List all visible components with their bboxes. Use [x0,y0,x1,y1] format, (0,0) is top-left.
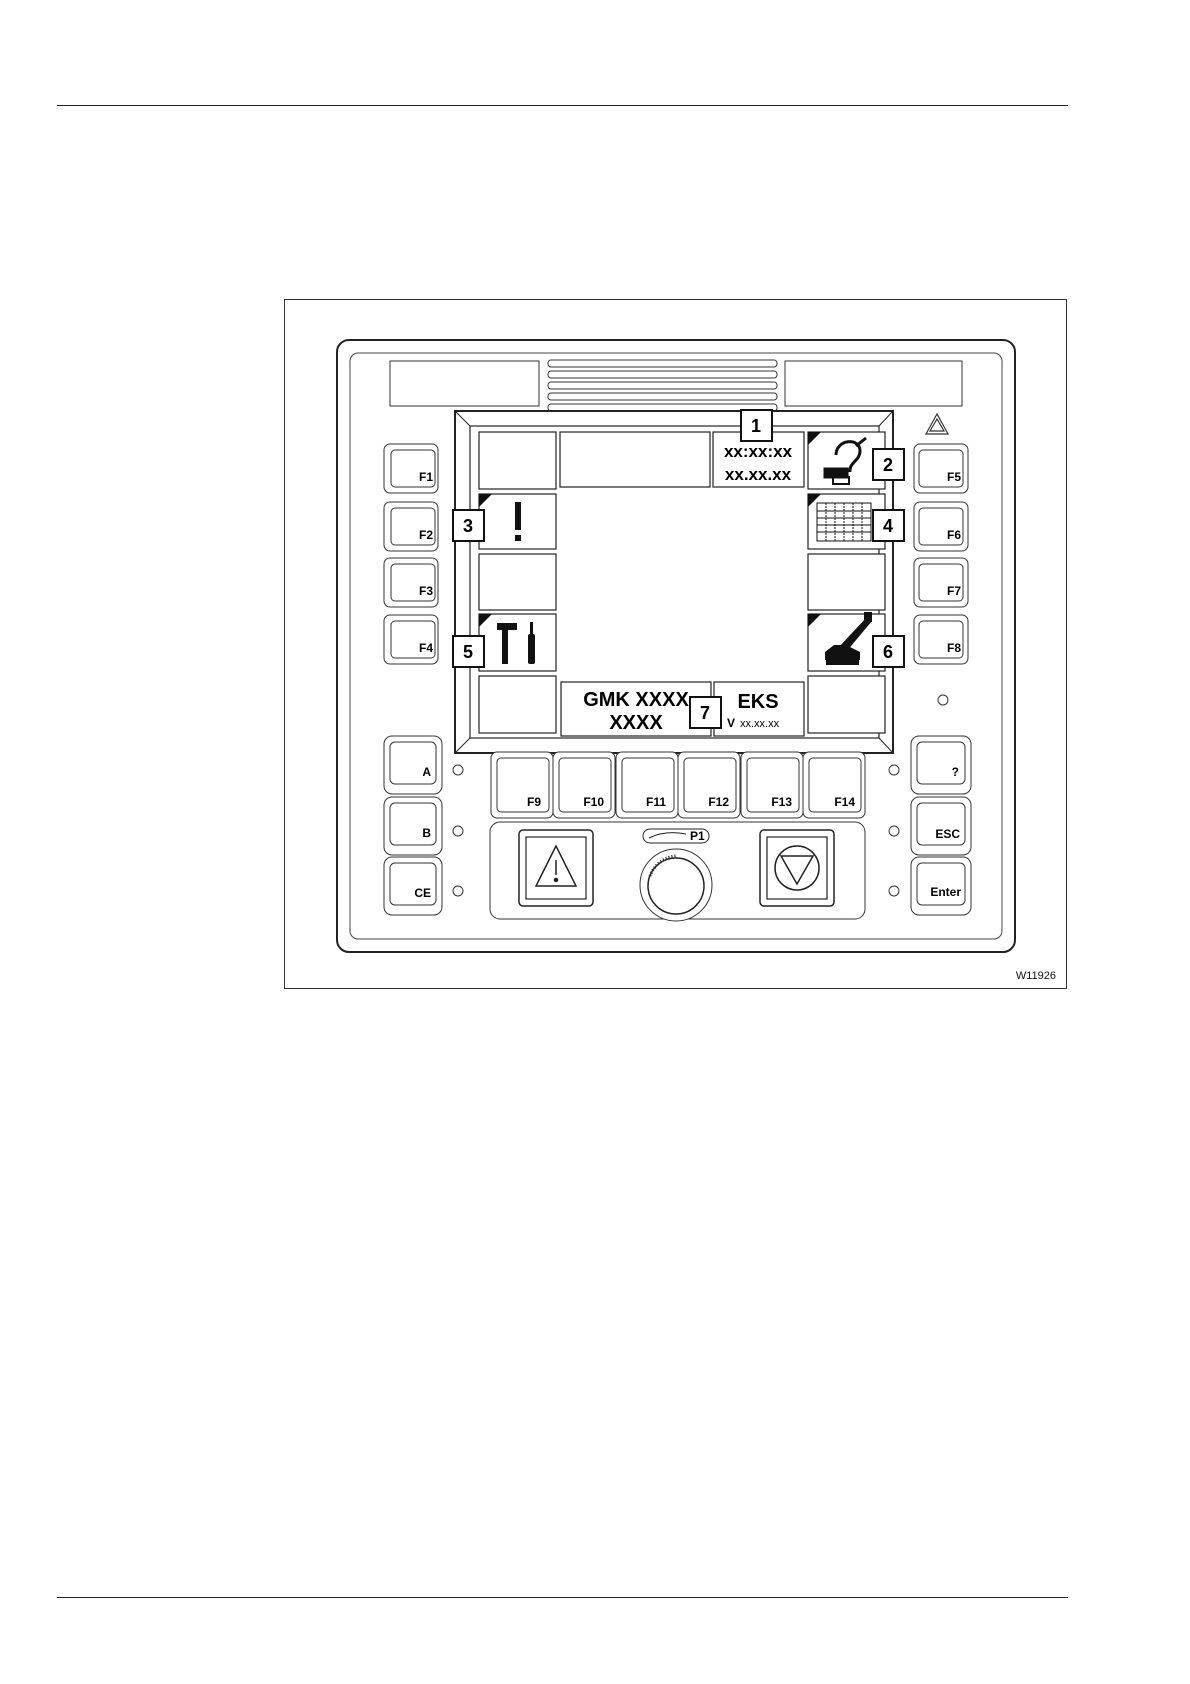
f1-key[interactable]: F1 [384,444,438,493]
screen-cell-8 [808,554,885,610]
f2-key[interactable]: F2 [384,502,438,551]
b-key[interactable]: B [384,797,442,855]
esc-label: ESC [935,827,960,841]
ce-key[interactable]: CE [384,857,442,915]
callout-4: 4 [883,516,893,536]
f3-key[interactable]: F3 [384,558,438,607]
stop-button[interactable] [760,830,834,906]
exclamation-icon [515,502,521,541]
p1-knob[interactable]: P1 [640,829,712,921]
f6-label: F6 [947,528,961,542]
time-text: xx:xx:xx [724,442,793,461]
system-text: EKS [737,691,778,713]
f2-label: F2 [419,528,433,542]
screen-cell-5 [479,676,556,733]
p1-label: P1 [690,829,705,843]
status-field-top [560,432,710,487]
top-left-window [390,361,539,406]
date-text: xx.xx.xx [725,465,792,484]
f3-label: F3 [419,584,433,598]
enter-label: Enter [930,885,961,899]
crane-type-line2: XXXX [609,712,663,734]
crane-type-line1: GMK XXXX [583,689,689,711]
a-label: A [422,765,431,779]
f8-key[interactable]: F8 [914,615,968,664]
f9-key[interactable]: F9 [491,752,553,818]
esc-key[interactable]: ESC [911,797,971,855]
callout-2: 2 [883,455,893,475]
b-label: B [422,826,431,840]
f13-label: F13 [771,795,792,809]
f7-label: F7 [947,584,961,598]
ce-label: CE [414,886,431,900]
callout-3: 3 [463,516,473,536]
help-key[interactable]: ? [911,736,971,794]
f10-key[interactable]: F10 [553,752,615,818]
f12-key[interactable]: F12 [678,752,740,818]
f11-label: F11 [646,795,666,809]
f4-key[interactable]: F4 [384,615,438,664]
help-label: ? [952,765,959,779]
callout-6: 6 [883,642,893,662]
status-led [938,695,948,705]
f7-key[interactable]: F7 [914,558,968,607]
callout-7: 7 [700,703,710,723]
f8-label: F8 [947,641,961,655]
f14-key[interactable]: F14 [803,752,865,818]
callout-1: 1 [751,416,761,436]
f9-label: F9 [527,795,541,809]
version-text: xx.xx.xx [740,718,780,730]
screen-cell-4 [479,614,556,671]
enter-key[interactable]: Enter [911,857,971,915]
screen-cell-10 [808,676,885,733]
f6-key[interactable]: F6 [914,502,968,551]
screen-cell-1 [479,432,556,489]
screen-cell-3 [479,554,556,610]
f12-label: F12 [708,795,729,809]
version-prefix: V [727,716,735,730]
f4-label: F4 [419,641,433,655]
f5-key[interactable]: F5 [914,444,968,493]
top-right-window [785,361,962,406]
f14-label: F14 [834,795,855,809]
f10-label: F10 [583,795,604,809]
acknowledge-warning-button[interactable] [519,830,593,906]
f11-key[interactable]: F11 [616,752,678,818]
callout-5: 5 [463,642,473,662]
a-key[interactable]: A [384,736,442,794]
f1-label: F1 [419,470,433,484]
f5-label: F5 [947,470,961,484]
f13-key[interactable]: F13 [741,752,803,818]
